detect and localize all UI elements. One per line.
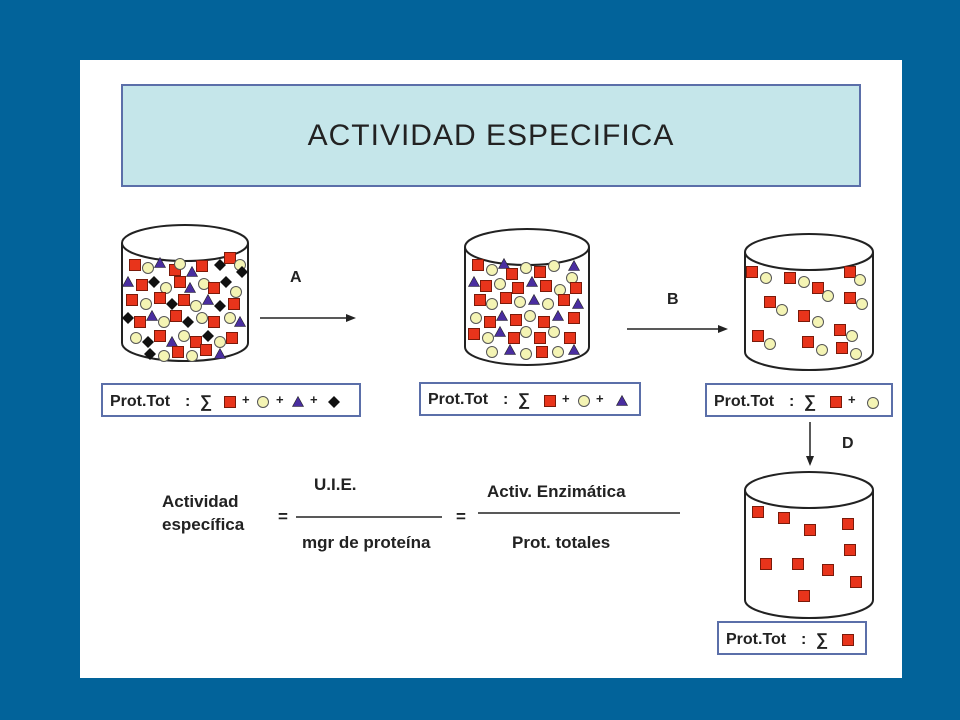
prot-box-2-label: Prot.Tot: [428, 391, 489, 408]
svg-text::: :: [801, 631, 806, 648]
page-title: ACTIVIDAD ESPECIFICA: [307, 118, 675, 152]
formula-frac1-numerator: U.I.E.: [314, 475, 357, 494]
formula-frac2-numerator: Activ. Enzimática: [487, 482, 626, 501]
beaker-3: [744, 233, 874, 371]
prot-box-1: Prot.Tot : ∑ + + +: [101, 383, 361, 417]
prot-box-4: Prot.Tot : ∑: [717, 621, 867, 655]
svg-text:+: +: [276, 392, 284, 407]
formula-equals-2: =: [456, 507, 466, 526]
formula: Actividad específica = U.I.E. mgr de pro…: [162, 475, 680, 552]
svg-text::: :: [503, 391, 508, 408]
title-banner: ACTIVIDAD ESPECIFICA: [121, 84, 861, 187]
beaker-2: [464, 228, 590, 366]
arrow-a: [260, 314, 356, 322]
formula-lhs-line1: Actividad: [162, 492, 239, 511]
slide: ACTIVIDAD ESPECIFICA: [80, 60, 902, 678]
prot-box-3-sigma: ∑: [804, 392, 816, 411]
prot-box-4-sigma: ∑: [816, 630, 828, 649]
svg-text::: :: [789, 393, 794, 410]
prot-box-2: Prot.Tot : ∑ + +: [419, 382, 641, 416]
arrow-d: [806, 422, 814, 466]
formula-lhs-line2: específica: [162, 515, 245, 534]
formula-frac2-denominator: Prot. totales: [512, 533, 610, 552]
step-label-b: B: [667, 291, 679, 308]
formula-frac1-denominator: mgr de proteína: [302, 533, 431, 552]
svg-text::: :: [185, 393, 190, 410]
beaker-1: [121, 224, 249, 362]
prot-box-1-sigma: ∑: [200, 392, 212, 411]
svg-text:+: +: [848, 392, 856, 407]
prot-box-2-sigma: ∑: [518, 390, 530, 409]
prot-box-4-label: Prot.Tot: [726, 631, 787, 648]
prot-box-1-label: Prot.Tot: [110, 393, 171, 410]
diagram-canvas: A: [101, 224, 893, 655]
svg-text:+: +: [596, 391, 604, 406]
formula-equals-1: =: [278, 507, 288, 526]
beaker-4: [744, 471, 874, 619]
svg-text:+: +: [310, 392, 318, 407]
step-label-d: D: [842, 435, 854, 452]
prot-box-3-label: Prot.Tot: [714, 393, 775, 410]
arrow-b: [627, 325, 728, 333]
svg-text:+: +: [562, 391, 570, 406]
svg-text:+: +: [242, 392, 250, 407]
prot-box-3: Prot.Tot : ∑ +: [705, 383, 893, 417]
step-label-a: A: [290, 269, 302, 286]
